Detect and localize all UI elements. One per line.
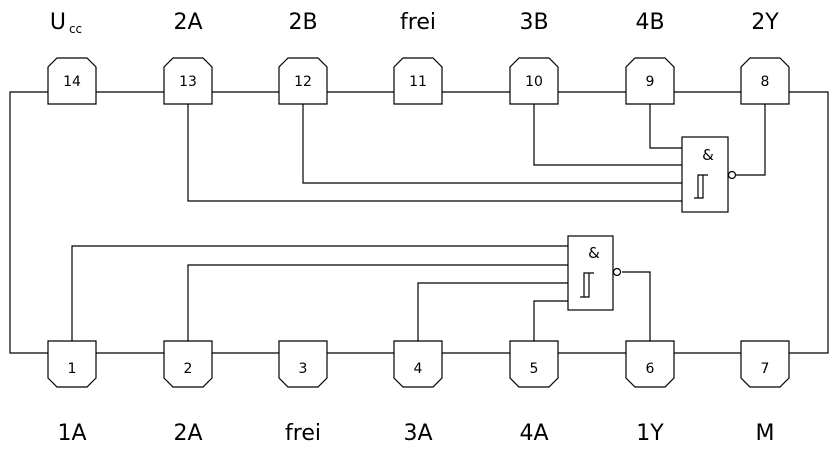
pin-4-number: 4: [414, 361, 423, 377]
pin-8: 8 2Y: [740, 10, 790, 105]
pin-4: 4 3A: [393, 340, 443, 446]
pin-10: 10 3B: [509, 10, 559, 105]
pin-14-number: 14: [63, 74, 81, 90]
pin-7-number: 7: [761, 361, 770, 377]
pin-11-label: frei: [400, 10, 436, 35]
pin-8-number: 8: [761, 74, 770, 90]
pin-9-label: 4B: [635, 10, 664, 35]
pin-2-label: 2A: [173, 421, 202, 446]
pin-3: 3 frei: [278, 340, 328, 446]
pin-8-label: 2Y: [751, 10, 779, 35]
pin-12-number: 12: [294, 74, 312, 90]
gate-2-wires: [187, 104, 766, 202]
pin-1: 1 1A: [47, 340, 97, 446]
gate-1: &: [567, 235, 622, 311]
inverter-bubble-icon: [612, 267, 622, 277]
pin-10-label: 3B: [519, 10, 548, 35]
hysteresis-icon: [580, 272, 594, 298]
pin-4-label: 3A: [403, 421, 432, 446]
pin-14-label-sub: cc: [69, 22, 82, 36]
pin-1-label: 1A: [57, 421, 86, 446]
gate-2: &: [681, 136, 737, 213]
pin-10-number: 10: [525, 74, 543, 90]
pin-1-number: 1: [68, 361, 77, 377]
pin-13-number: 13: [179, 74, 197, 90]
gate-2-symbol: &: [702, 146, 714, 164]
pin-13: 13 2A: [163, 10, 213, 105]
pin-6-number: 6: [646, 361, 655, 377]
pin-7: 7 M: [740, 340, 790, 446]
pin-2: 2 2A: [163, 340, 213, 446]
pin-11: 11 frei: [393, 10, 443, 105]
pin-9: 9 4B: [625, 10, 675, 105]
chip-outline: [9, 91, 829, 354]
pin-5-label: 4A: [519, 421, 548, 446]
pin-3-label: frei: [285, 421, 321, 446]
pin-12: 12 2B: [278, 10, 328, 105]
pin-13-label: 2A: [173, 10, 202, 35]
hysteresis-icon: [694, 174, 708, 199]
pin-2-number: 2: [184, 361, 193, 377]
pin-5: 5 4A: [509, 340, 559, 446]
pin-11-number: 11: [409, 74, 427, 90]
bottom-pin-row: 1 1A 2 2A 3 frei 4 3A 5 4A 6 1Y: [47, 340, 790, 446]
gate-1-symbol: &: [588, 244, 600, 262]
pin-6: 6 1Y: [625, 340, 675, 446]
pin-12-label: 2B: [288, 10, 317, 35]
pin-9-number: 9: [646, 74, 655, 90]
gate-1-wires: [71, 245, 651, 341]
pin-7-label: M: [756, 421, 775, 446]
inverter-bubble-icon: [727, 170, 737, 180]
pin-3-number: 3: [299, 361, 308, 377]
pin-6-label: 1Y: [636, 421, 664, 446]
pin-5-number: 5: [530, 361, 539, 377]
